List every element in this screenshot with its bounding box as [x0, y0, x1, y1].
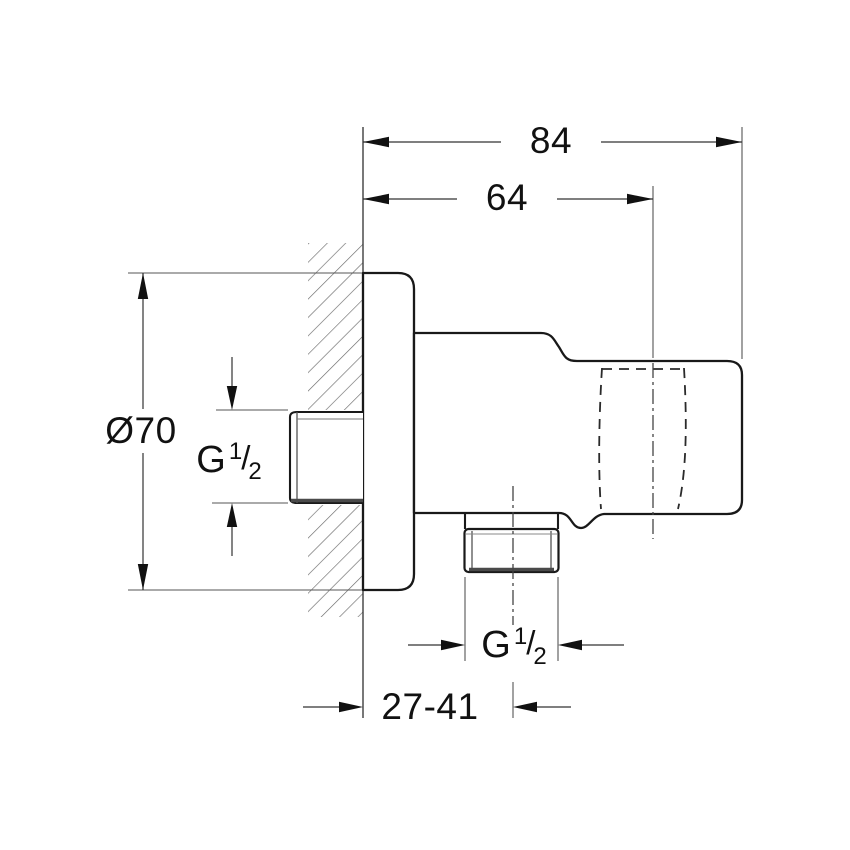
outlet-nut-outline	[463, 527, 560, 574]
holder-bore-right-edge	[677, 367, 687, 510]
holder-bore-hidden-edges	[598, 367, 687, 510]
arrowhead-right-64	[627, 193, 653, 205]
arrowhead-right-84	[716, 136, 742, 148]
arrowhead-right-2741	[513, 701, 537, 713]
arrowhead-top-dia70	[137, 273, 149, 299]
inlet-thread-slash: /	[241, 439, 251, 476]
arrowhead-left-64	[363, 193, 389, 205]
dim-label-wall-mounting-range: 27-41	[370, 685, 490, 729]
arrowhead-left-84	[363, 136, 389, 148]
dim-overall-projection	[363, 127, 743, 359]
arrowhead-bottom-dia70	[137, 564, 149, 590]
outlet-thread-slash: /	[526, 624, 536, 661]
outlet-thread-denominator: 2	[533, 643, 547, 670]
wall-hatching-lower	[308, 505, 363, 617]
dim-label-escutcheon-diameter: Ø70	[81, 409, 201, 453]
dim-label-overall-projection: 84	[501, 119, 601, 163]
union-body-outline	[412, 331, 744, 530]
inlet-thread	[288, 410, 363, 505]
dim-label-wall-to-holder-center: 64	[457, 176, 557, 220]
inlet-thread-prefix: G	[196, 439, 226, 481]
wall-hatching-upper	[308, 243, 363, 410]
dim-inlet-thread	[212, 357, 288, 556]
arrowhead-bottom-inlet	[226, 503, 238, 527]
outlet-thread-numerator: 1	[513, 623, 528, 650]
outlet-thread	[463, 486, 560, 625]
escutcheon-plate	[361, 271, 416, 592]
outlet-nut-chamfer-lines	[471, 531, 552, 570]
arrowhead-top-inlet	[226, 386, 238, 410]
arrowhead-left-outlet	[441, 639, 465, 651]
dim-wall-mounting-range	[303, 682, 571, 718]
outlet-thread-prefix: G	[481, 624, 511, 666]
wall-hatching	[308, 243, 363, 617]
arrowhead-right-outlet	[558, 639, 582, 651]
outlet-neck	[463, 513, 560, 529]
arrowhead-left-2741	[339, 701, 363, 713]
inlet-thread-denominator: 2	[248, 458, 262, 485]
inlet-thread-outline	[288, 410, 363, 505]
holder-bore-left-edge	[598, 367, 603, 510]
dim-outlet-thread	[408, 577, 624, 661]
inlet-thread-numerator: 1	[228, 438, 243, 465]
